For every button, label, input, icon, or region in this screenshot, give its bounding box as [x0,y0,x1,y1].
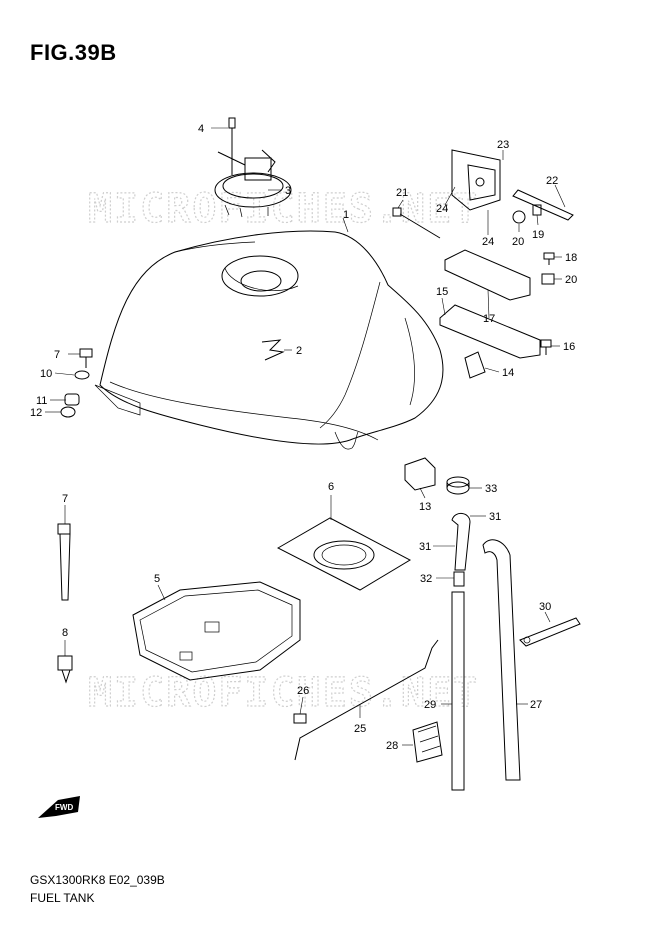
callout-26: 26 [297,685,309,697]
callout-21: 21 [396,187,408,199]
callout-19: 19 [532,229,544,241]
nut-20-lower[interactable] [541,273,555,285]
callout-13: 13 [419,501,431,513]
callout-7: 7 [62,493,68,505]
callout-2: 2 [296,345,302,357]
fwd-arrow-icon: FWD [38,796,80,818]
figure-title: FIG.39B [30,40,117,65]
callout-3: 3 [285,185,291,197]
callout-12: 12 [30,407,42,419]
callout-31b: 31 [419,541,431,553]
callout-25: 25 [354,723,366,735]
bracket-23[interactable] [451,149,501,211]
fwd-label: FWD [55,803,73,812]
bolt-16[interactable] [540,339,552,355]
callout-20a: 20 [512,236,524,248]
callout-8: 8 [62,627,68,639]
bracket-15[interactable] [439,304,541,359]
heat-shield-5[interactable] [132,581,301,681]
callout-6: 6 [328,481,334,493]
figure-name: FUEL TANK [30,891,95,905]
cushion-14[interactable] [464,351,486,379]
bolt-21[interactable] [392,207,441,239]
callout-33: 33 [485,483,497,495]
cushion-13[interactable] [404,457,436,491]
callout-9: 7 [54,349,60,361]
screw-18[interactable] [543,252,555,265]
callout-20b: 20 [565,274,577,286]
callout-27: 27 [530,699,542,711]
callout-14: 14 [502,367,514,379]
cushion-11[interactable] [64,393,80,406]
pad-28[interactable] [412,721,443,763]
tray-6[interactable] [276,517,412,591]
callout-22: 22 [546,175,558,187]
nut-20-upper[interactable] [512,210,526,224]
hose-31-left[interactable] [451,513,471,571]
callout-32: 32 [420,573,432,585]
clamp-30[interactable] [519,617,581,647]
leader-lines [45,127,566,746]
callout-4: 4 [198,123,204,135]
cap-33[interactable] [446,476,470,495]
watermark-bottom: MICROFICHES.NET [88,670,479,716]
callout-30: 30 [539,601,551,613]
callouts: 4 3 1 2 7 10 11 12 23 22 21 24 24 20 19 … [30,123,577,752]
strap-7[interactable] [57,523,71,601]
hose-27[interactable] [482,539,521,781]
callout-24a: 24 [436,203,448,215]
callout-11: 11 [36,395,47,407]
cap-bolt[interactable] [228,117,236,175]
rod-25[interactable] [294,639,439,761]
callout-23: 23 [497,139,509,151]
fuel-tank[interactable] [94,230,444,450]
clip-8[interactable] [57,655,73,684]
collar-12[interactable] [60,406,76,418]
callout-15: 15 [436,286,448,298]
joint-32[interactable] [453,571,465,587]
suzuki-emblem [261,339,285,361]
bolt-9[interactable] [79,348,93,368]
washer-10[interactable] [74,370,90,380]
callout-1: 1 [343,209,349,221]
rod-22[interactable] [512,189,574,221]
callout-18: 18 [565,252,577,264]
bracket-17[interactable] [444,249,531,301]
callout-5: 5 [154,573,160,585]
callout-17: 17 [483,313,495,325]
callout-29: 29 [424,699,436,711]
callout-16: 16 [563,341,575,353]
callout-31a: 31 [489,511,501,523]
callout-10: 10 [40,368,52,380]
hose-29[interactable] [451,591,465,791]
watermark-top: MICROFICHES.NET [88,186,479,232]
callout-24b: 24 [482,236,494,248]
callout-28: 28 [386,740,398,752]
fuel-cap[interactable] [214,149,292,218]
figure-code: GSX1300RK8 E02_039B [30,873,165,887]
